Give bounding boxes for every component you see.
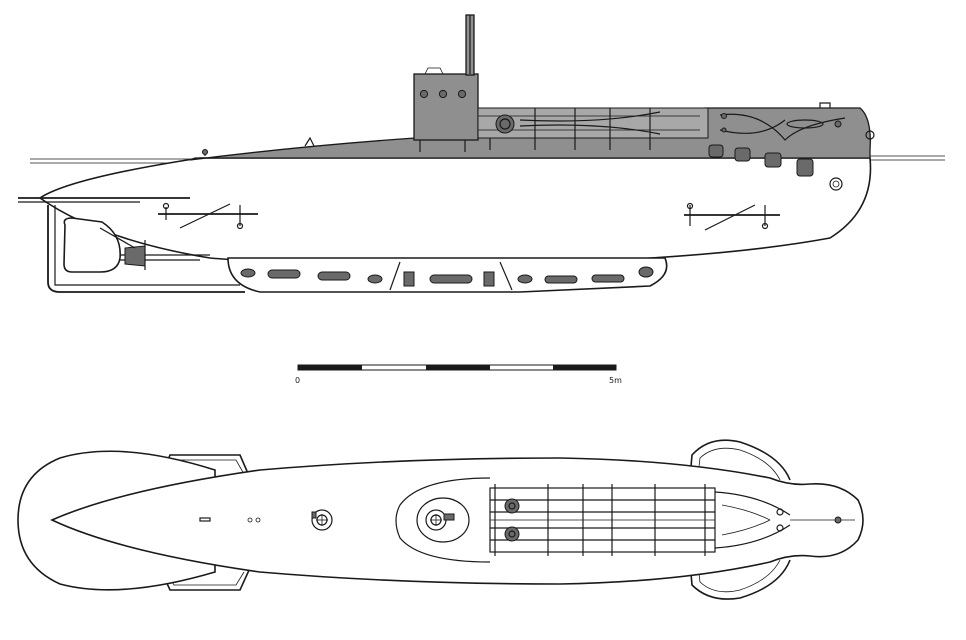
- tower-outline: [395, 477, 491, 563]
- side-hull: [38, 157, 872, 266]
- side-elevation: [18, 14, 945, 293]
- keel-port: [403, 271, 415, 287]
- keel-tank: [227, 257, 668, 293]
- tower-porthole: [419, 89, 429, 99]
- deck-fittings: [202, 102, 831, 156]
- scale-start-label: 0: [295, 376, 300, 385]
- keel-port: [483, 271, 495, 287]
- keel-port: [240, 268, 256, 278]
- keel-port: [317, 271, 351, 281]
- keel-port: [429, 274, 473, 284]
- scale-bar: 0 5m: [295, 364, 622, 385]
- plan-hatches: [199, 509, 455, 531]
- keel-port: [267, 269, 301, 279]
- tower-porthole: [438, 89, 448, 99]
- stern-frame: [18, 197, 245, 293]
- keel-port: [638, 266, 654, 278]
- keel-port: [544, 275, 578, 284]
- conning-tower: [413, 14, 479, 152]
- stern-hydroplane-marking: [158, 202, 258, 230]
- deck-torpedo-tubes: [477, 107, 846, 150]
- scale-end-label: 5m: [609, 376, 622, 385]
- bow-hydroplane-marking: [684, 202, 780, 231]
- keel-port: [517, 274, 533, 284]
- keel-port: [591, 274, 625, 283]
- aft-hatch: [311, 509, 333, 531]
- keel-port: [367, 274, 383, 284]
- plan-view: [17, 439, 864, 600]
- plan-torpedo-tubes: [489, 484, 855, 556]
- tower-porthole: [457, 89, 467, 99]
- bow-vents: [708, 130, 875, 191]
